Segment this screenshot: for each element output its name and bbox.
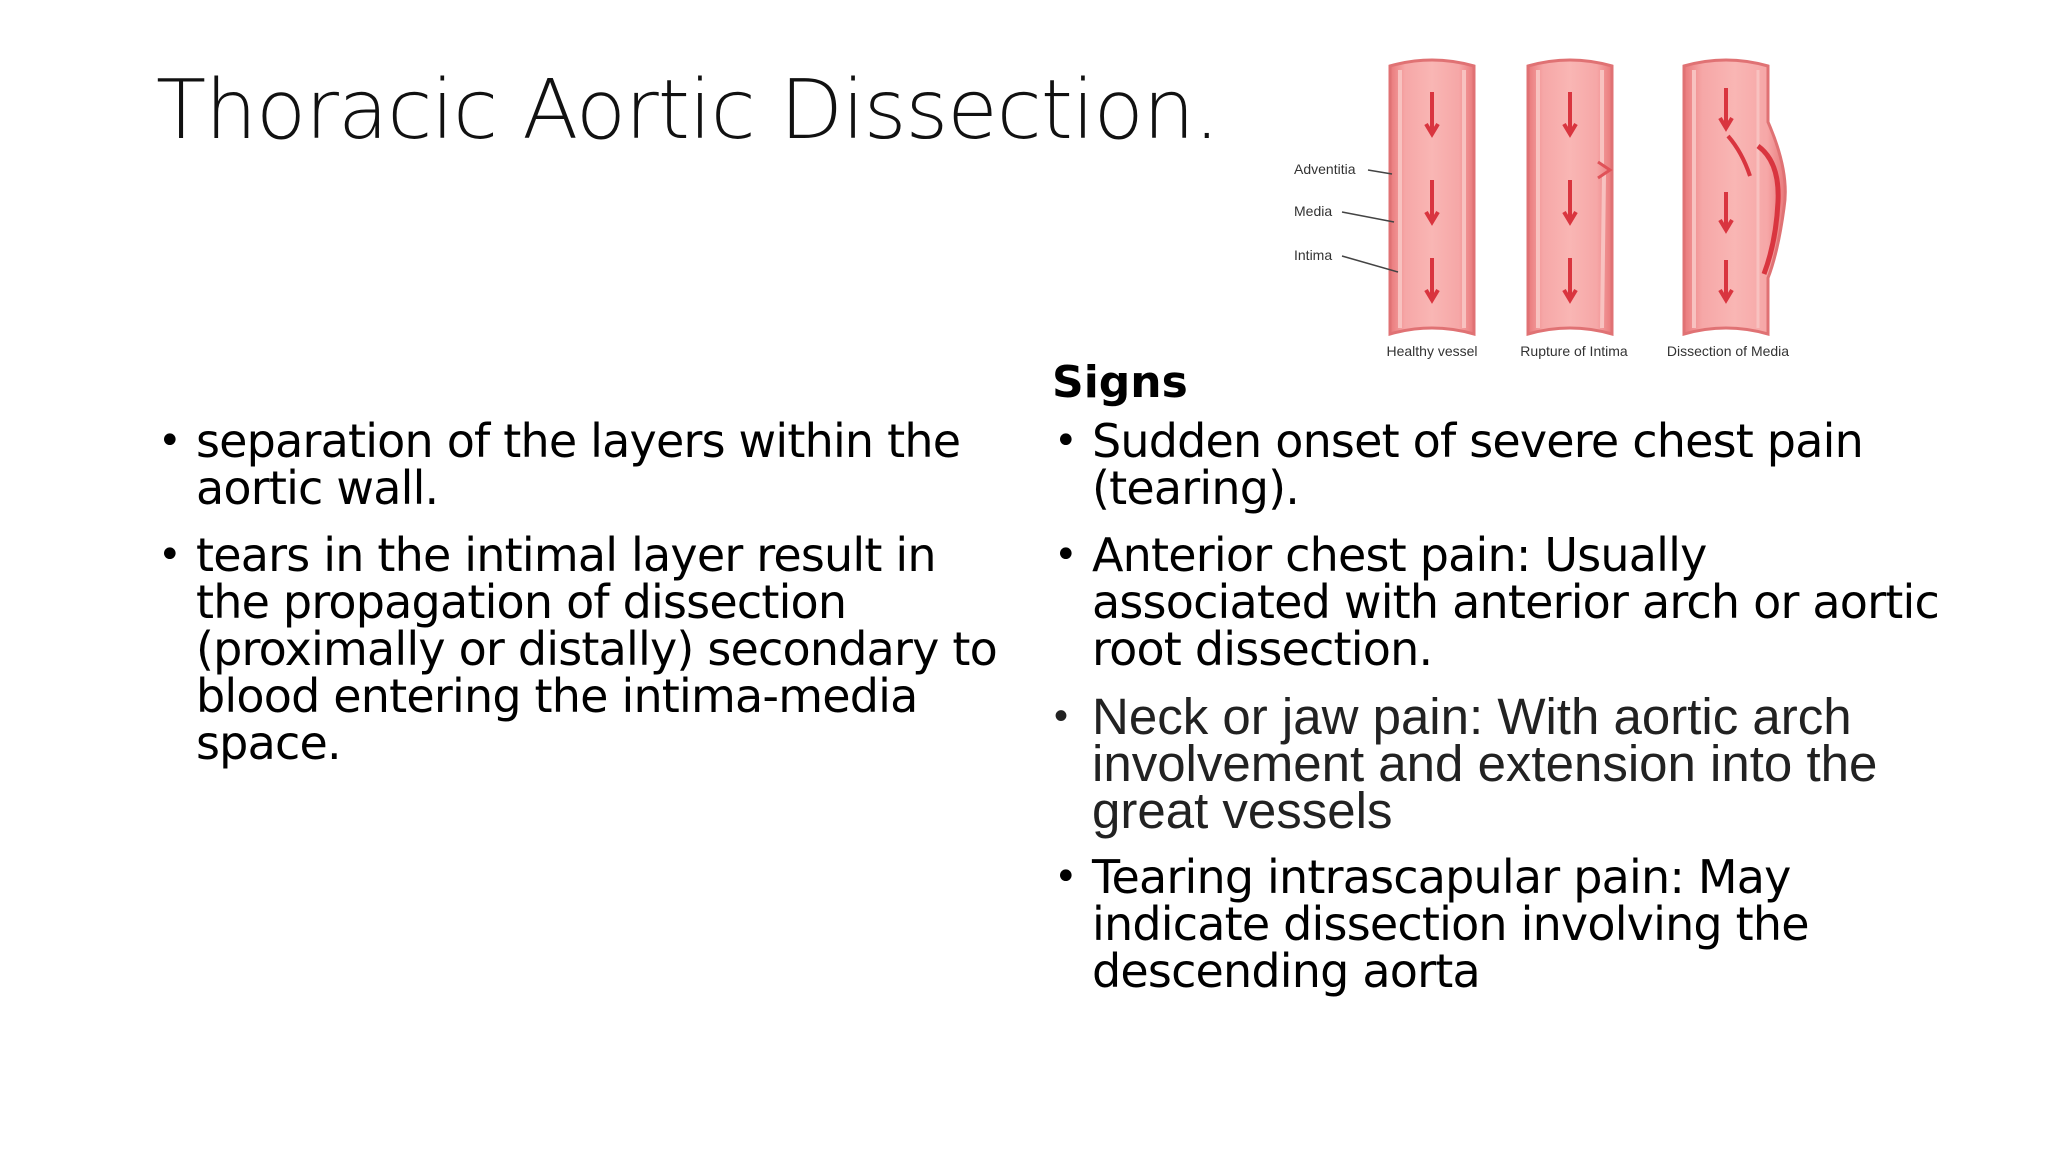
bullet-dot-icon: • — [1054, 694, 1069, 738]
list-item: • Sudden onset of severe chest pain (tea… — [1052, 418, 1952, 512]
bullet-dot-icon: • — [158, 532, 182, 578]
label-media: Media — [1294, 203, 1332, 219]
label-intima: Intima — [1294, 247, 1332, 263]
vessel-illustration: Adventitia Media Intima Healthy vessel R… — [1294, 58, 1789, 359]
bullet-dot-icon: • — [1054, 418, 1078, 464]
healthy-vessel-shape — [1388, 58, 1476, 336]
slide-title: Thoracic Aortic Dissection. — [156, 63, 1220, 158]
bullet-text: separation of the layers within the aort… — [196, 414, 961, 515]
bullet-text: Tearing intrascapular pain: May indicate… — [1092, 850, 1810, 998]
bullet-text: tears in the intimal layer result in the… — [196, 528, 998, 770]
bullet-dot-icon: • — [1054, 532, 1078, 578]
left-bullet-list: • separation of the layers within the ao… — [156, 418, 1016, 767]
bullet-dot-icon: • — [1054, 854, 1078, 900]
list-item: • Anterior chest pain: Usually associate… — [1052, 532, 1952, 673]
caption-healthy-vessel: Healthy vessel — [1386, 343, 1477, 359]
caption-rupture-of-intima: Rupture of Intima — [1520, 343, 1628, 359]
list-item: • Neck or jaw pain: With aortic arch inv… — [1052, 691, 1952, 836]
bullet-text: Anterior chest pain: Usually associated … — [1092, 528, 1940, 676]
dissection-of-media-shape — [1682, 58, 1787, 336]
list-item: • tears in the intimal layer result in t… — [156, 532, 1016, 767]
aortic-layers-figure: Adventitia Media Intima Healthy vessel R… — [1280, 52, 1820, 372]
caption-dissection-of-media: Dissection of Media — [1667, 343, 1789, 359]
layer-pointer-lines — [1341, 169, 1399, 273]
right-content-column: Signs • Sudden onset of severe chest pai… — [1052, 356, 1952, 1015]
signs-bullet-list: • Sudden onset of severe chest pain (tea… — [1052, 418, 1952, 995]
label-adventitia: Adventitia — [1294, 161, 1356, 177]
bullet-text: Sudden onset of severe chest pain (teari… — [1092, 414, 1864, 515]
rupture-of-intima-shape — [1526, 58, 1614, 336]
signs-heading: Signs — [1052, 357, 1188, 408]
left-content-column: • separation of the layers within the ao… — [156, 418, 1016, 787]
bullet-dot-icon: • — [158, 418, 182, 464]
list-item: • Tearing intrascapular pain: May indica… — [1052, 854, 1952, 995]
bullet-text: Neck or jaw pain: With aortic arch invol… — [1092, 688, 1878, 839]
list-item: • separation of the layers within the ao… — [156, 418, 1016, 512]
